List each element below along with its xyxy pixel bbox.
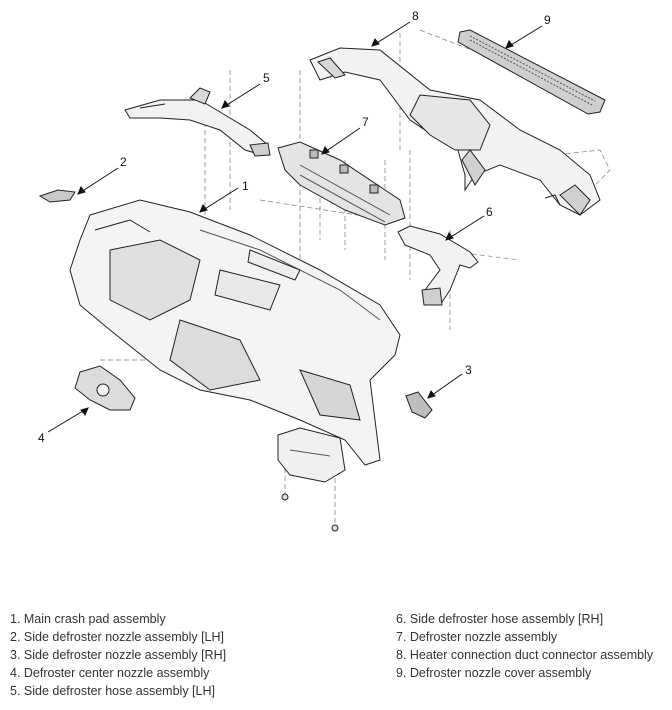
callout-1: 1 <box>242 179 249 193</box>
callout-9: 9 <box>544 13 551 27</box>
side-defroster-nozzle-lh-part <box>38 189 76 203</box>
defroster-center-nozzle-part <box>74 365 136 411</box>
legend-item: 9. Defroster nozzle cover assembly <box>396 666 592 680</box>
defroster-nozzle-part <box>277 141 406 226</box>
legend-item: 1. Main crash pad assembly <box>10 612 166 626</box>
legend-item: 7. Defroster nozzle assembly <box>396 630 558 644</box>
legend-item: 5. Side defroster hose assembly [LH] <box>10 684 215 698</box>
callout-2: 2 <box>120 155 127 169</box>
legend-item: 8. Heater connection duct connector asse… <box>396 648 654 662</box>
side-defroster-nozzle-rh-part <box>405 391 433 419</box>
main-crash-pad-part <box>69 199 401 466</box>
side-defroster-hose-rh-part <box>397 225 479 306</box>
callout-6: 6 <box>486 205 493 219</box>
defroster-nozzle-cover-part <box>457 29 606 115</box>
parts-legend-left: 1. Main crash pad assembly 2. Side defro… <box>10 610 226 700</box>
legend-item: 4. Defroster center nozzle assembly <box>10 666 210 680</box>
callout-leaders <box>47 21 543 433</box>
parts-legend-right: 6. Side defroster hose assembly [RH] 7. … <box>396 610 653 682</box>
exploded-parts-diagram: 1 2 3 4 5 6 7 8 9 <box>38 9 611 532</box>
side-defroster-hose-lh-part <box>124 87 271 157</box>
heater-duct-part <box>309 47 601 216</box>
callout-4: 4 <box>38 431 45 445</box>
lower-bracket-part <box>277 427 346 532</box>
legend-item: 3. Side defroster nozzle assembly [RH] <box>10 648 227 662</box>
callout-5: 5 <box>263 71 270 85</box>
callout-3: 3 <box>465 363 472 377</box>
callout-7: 7 <box>362 115 369 129</box>
legend-item: 6. Side defroster hose assembly [RH] <box>396 612 604 626</box>
legend-item: 2. Side defroster nozzle assembly [LH] <box>10 630 224 644</box>
callout-8: 8 <box>412 9 419 23</box>
